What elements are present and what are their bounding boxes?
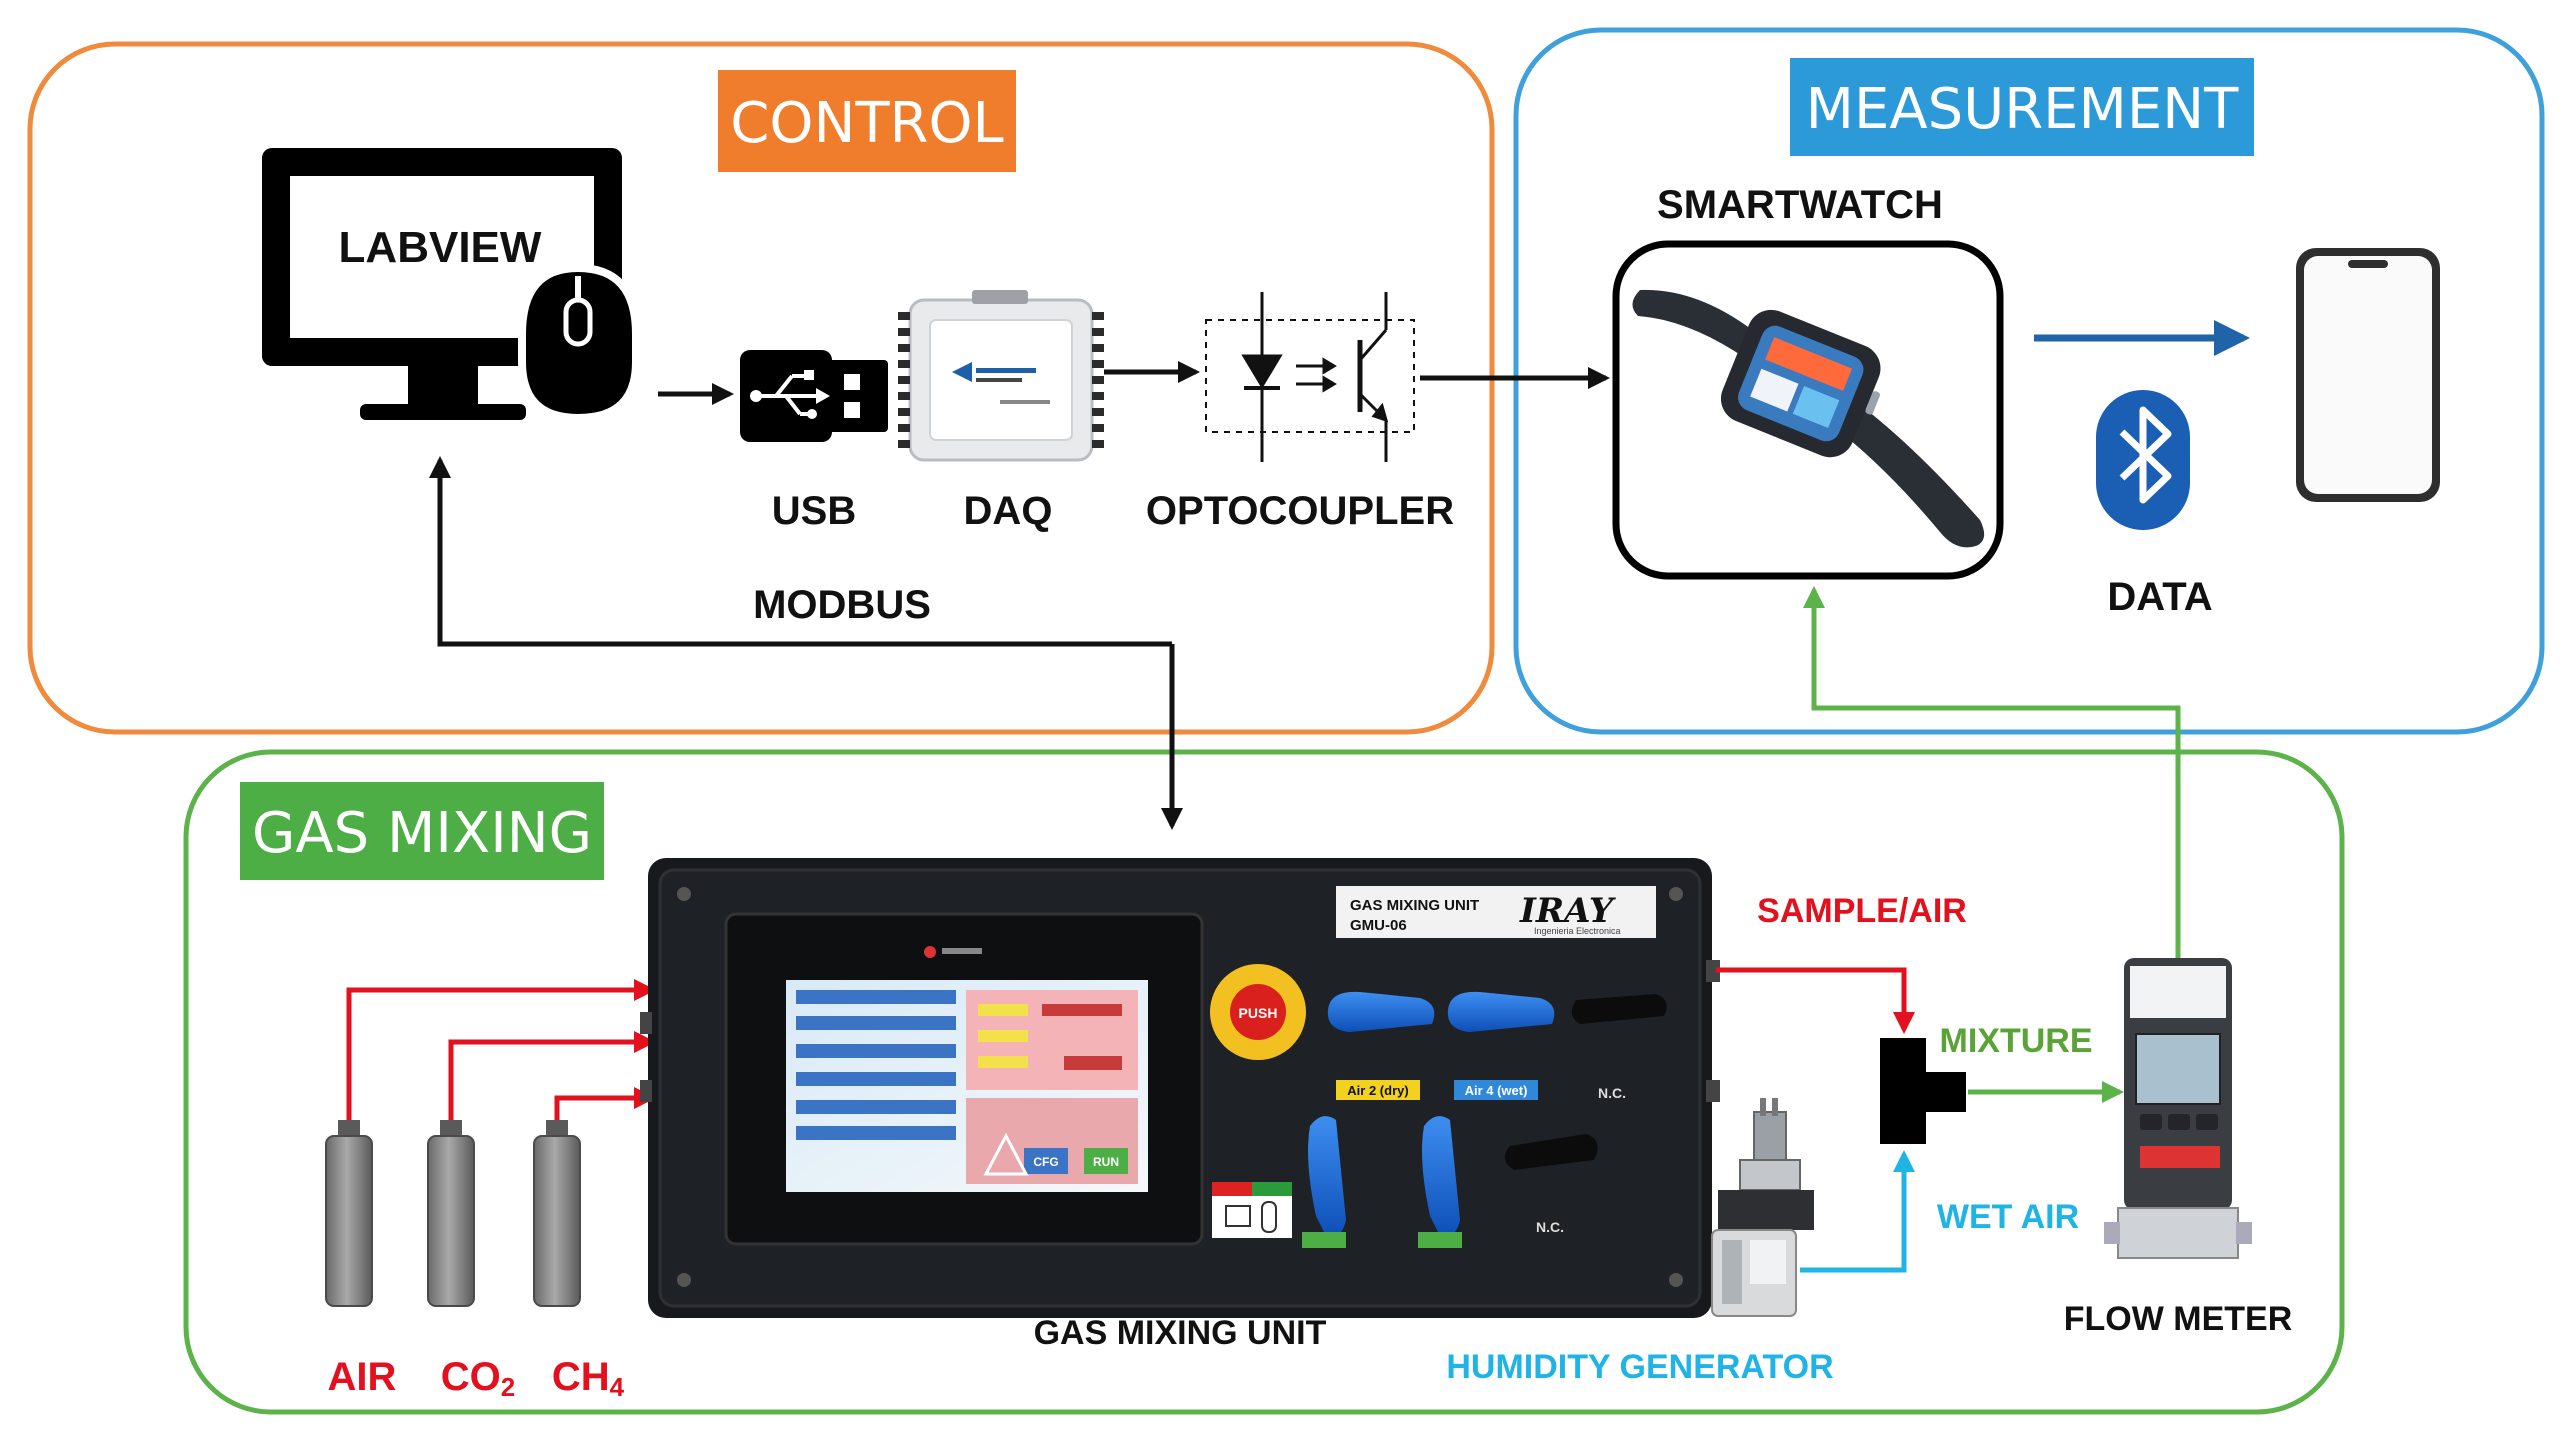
gas-mixing-title: GAS MIXING — [252, 801, 592, 866]
gas-cylinder-air — [325, 1120, 373, 1307]
nc-label-1: N.C. — [1598, 1085, 1626, 1101]
nc-label-2: N.C. — [1536, 1219, 1564, 1235]
humidity-generator-icon — [1711, 1098, 1814, 1317]
emergency-push-label: PUSH — [1239, 1005, 1278, 1021]
gas-cylinder-co2 — [427, 1120, 475, 1307]
co2-supply-line — [448, 1031, 656, 1120]
screen-run-button: RUN — [1093, 1155, 1119, 1169]
humidity-generator-label: HUMIDITY GENERATOR — [1446, 1348, 1833, 1386]
bluetooth-icon — [2096, 390, 2190, 530]
measurement-title: MEASUREMENT — [1806, 77, 2239, 142]
valve-bottom-1 — [1308, 1116, 1346, 1237]
smartwatch-icon — [1612, 240, 2004, 580]
wet-air-label: WET AIR — [1937, 1198, 2079, 1236]
valve-top-1 — [1327, 991, 1435, 1032]
valve-bottom-3 — [1504, 1134, 1598, 1170]
optocoupler-icon — [1205, 292, 1415, 462]
ch4-label-main: CH — [552, 1355, 610, 1399]
co2-label-sub: 2 — [501, 1372, 515, 1402]
usb-icon — [740, 350, 888, 442]
modbus-label: MODBUS — [753, 583, 931, 627]
measurement-title-badge: MEASUREMENT — [1790, 58, 2254, 156]
modbus-link-up-arrow — [429, 456, 1172, 647]
smartphone-icon — [2296, 248, 2440, 502]
smartwatch-label: SMARTWATCH — [1657, 183, 1943, 227]
valve-label-air4: Air 4 (wet) — [1465, 1083, 1528, 1098]
gas-mixing-unit-label: GAS MIXING UNIT — [1034, 1314, 1327, 1352]
gas-mixing-unit-device: CFG RUN GAS MIXING UNIT GMU-06 IRAY Inge… — [640, 858, 1720, 1318]
ch4-label-sub: 4 — [610, 1372, 625, 1402]
sample-air-line — [1716, 967, 1915, 1034]
flow-meter-icon — [2104, 958, 2252, 1259]
brand-line-1: GAS MIXING UNIT — [1350, 897, 1479, 914]
air-label: AIR — [328, 1355, 397, 1399]
mixture-label: MIXTURE — [1940, 1022, 2093, 1060]
valve-top-2 — [1447, 991, 1555, 1032]
co2-label: CO2 — [441, 1355, 515, 1402]
valve-top-3 — [1571, 994, 1667, 1024]
valve-label-air2: Air 2 (dry) — [1347, 1083, 1408, 1098]
sample-air-label: SAMPLE/AIR — [1757, 892, 1967, 930]
mouse-icon — [518, 263, 640, 423]
valve-bottom-2 — [1422, 1116, 1460, 1237]
data-label: DATA — [2107, 575, 2212, 619]
control-section-frame — [27, 41, 1495, 735]
gas-mixing-title-badge: GAS MIXING — [240, 782, 604, 880]
measurement-section-frame — [1513, 27, 2545, 735]
usb-label: USB — [772, 489, 856, 533]
flow-meter-label: FLOW METER — [2064, 1300, 2293, 1338]
emergency-stop-button — [1230, 984, 1286, 1040]
ch4-label: CH4 — [552, 1355, 625, 1402]
daq-icon — [898, 290, 1104, 462]
brand-tagline: Ingenieria Electronica — [1534, 926, 1621, 936]
control-title-badge: CONTROL — [718, 70, 1016, 172]
wet-air-line — [1800, 1150, 1915, 1273]
ch4-supply-line — [554, 1087, 656, 1120]
gas-cylinder-ch4 — [533, 1120, 581, 1307]
labview-label: LABVIEW — [339, 223, 542, 272]
screen-cfg-button: CFG — [1033, 1155, 1058, 1169]
control-title: CONTROL — [730, 91, 1003, 156]
tee-connector-icon — [1880, 1038, 1966, 1144]
air-supply-line — [346, 979, 656, 1120]
daq-label: DAQ — [964, 489, 1053, 533]
co2-label-main: CO — [441, 1355, 501, 1399]
brand-line-2: GMU-06 — [1350, 917, 1407, 934]
brand-logo: IRAY — [1519, 891, 1616, 931]
flowmeter-to-smartwatch-line — [1803, 586, 2181, 958]
gas-mixing-section-frame — [183, 749, 2345, 1415]
optocoupler-label: OPTOCOUPLER — [1146, 489, 1454, 533]
